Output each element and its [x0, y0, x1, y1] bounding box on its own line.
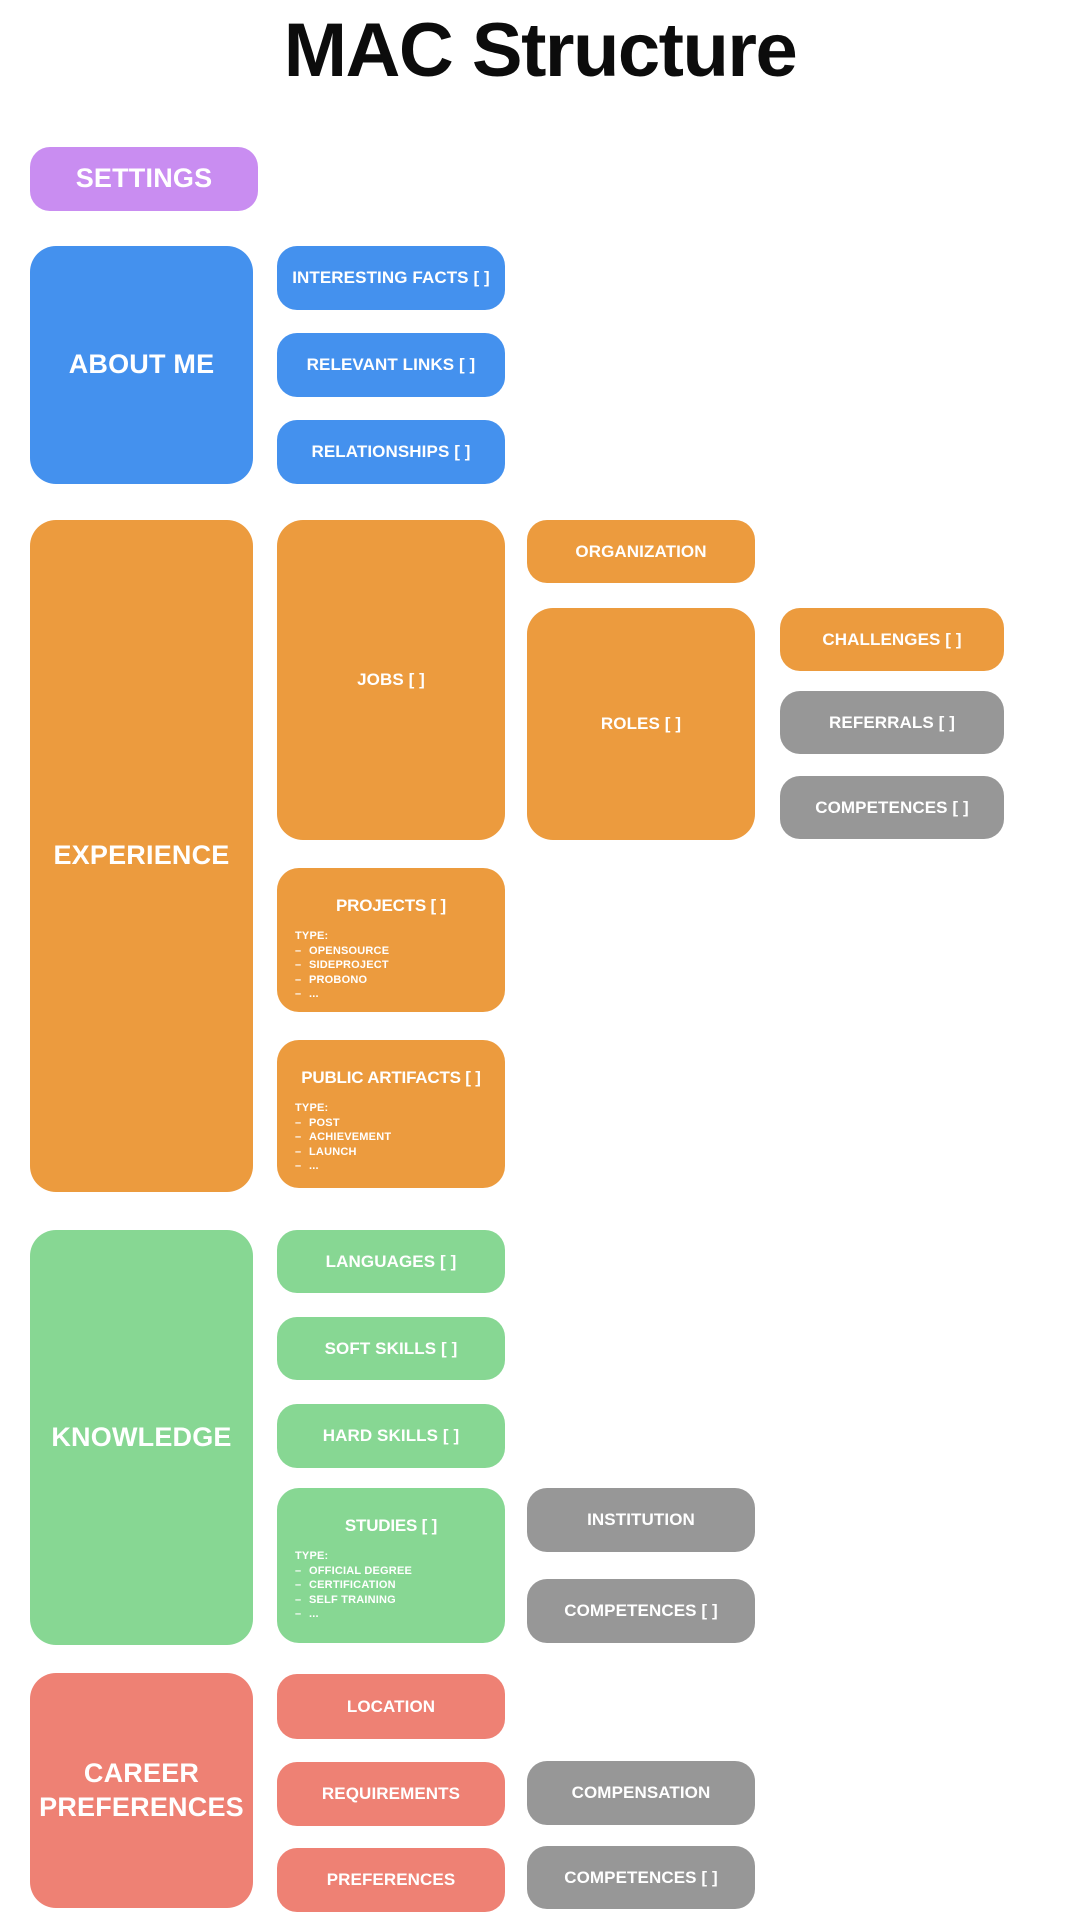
type-item-label: POST [309, 1116, 340, 1129]
diagram-title: MAC Structure [283, 8, 798, 93]
node-referrals[interactable]: REFERRALS [ ] [780, 691, 1004, 754]
node-label: ABOUT ME [68, 349, 215, 380]
type-item: –ACHIEVEMENT [295, 1130, 495, 1145]
type-item: –POST [295, 1116, 495, 1131]
type-item: –SIDEPROJECT [295, 958, 495, 973]
node-label: COMPETENCES [ ] [815, 797, 969, 817]
type-item: –OFFICIAL DEGREE [295, 1564, 495, 1579]
node-label: CHALLENGES [ ] [822, 629, 962, 649]
node-label: KNOWLEDGE [51, 1421, 232, 1452]
node-label: CAREER PREFERENCES [39, 1757, 244, 1822]
dash-bullet: – [295, 1145, 302, 1158]
type-list: TYPE: –POST –ACHIEVEMENT –LAUNCH –... [295, 1101, 495, 1174]
node-label: PROJECTS [ ] [335, 896, 446, 915]
type-item-label: CERTIFICATION [309, 1579, 396, 1591]
node-label: COMPETENCES [ ] [564, 1601, 718, 1620]
dash-bullet: – [295, 944, 302, 957]
node-public-artifacts[interactable]: PUBLIC ARTIFACTS [ ] TYPE: –POST –ACHIEV… [277, 1040, 505, 1188]
node-roles-competences[interactable]: COMPETENCES [ ] [780, 776, 1004, 839]
node-label: INTERESTING FACTS [ ] [292, 268, 490, 287]
type-item: –CERTIFICATION [295, 1578, 495, 1593]
node-settings[interactable]: SETTINGS [30, 147, 258, 211]
node-projects[interactable]: PROJECTS [ ] TYPE: –OPENSOURCE –SIDEPROJ… [277, 868, 505, 1012]
node-label: RELATIONSHIPS [ ] [311, 442, 471, 461]
type-heading: TYPE: [295, 1102, 329, 1114]
node-label: HARD SKILLS [ ] [322, 1426, 460, 1445]
node-challenges[interactable]: CHALLENGES [ ] [780, 608, 1004, 671]
node-experience[interactable]: EXPERIENCE [30, 520, 253, 1192]
node-hard-skills[interactable]: HARD SKILLS [ ] [277, 1404, 505, 1468]
node-organization[interactable]: ORGANIZATION [527, 520, 755, 583]
node-label: SOFT SKILLS [ ] [324, 1338, 458, 1358]
type-item-label: ... [309, 1608, 319, 1620]
type-item: –... [295, 1607, 495, 1622]
type-item-label: ... [309, 1160, 319, 1172]
node-relevant-links[interactable]: RELEVANT LINKS [ ] [277, 333, 505, 397]
node-label: INSTITUTION [587, 1510, 695, 1529]
node-compensation[interactable]: COMPENSATION [527, 1761, 755, 1825]
node-knowledge[interactable]: KNOWLEDGE [30, 1230, 253, 1645]
node-label: COMPENSATION [571, 1783, 711, 1802]
node-languages[interactable]: LANGUAGES [ ] [277, 1230, 505, 1293]
node-interesting-facts[interactable]: INTERESTING FACTS [ ] [277, 246, 505, 310]
node-label: STUDIES [ ] [344, 1516, 438, 1535]
node-location[interactable]: LOCATION [277, 1674, 505, 1739]
node-label: PREFERENCES [326, 1870, 456, 1889]
type-heading: TYPE: [295, 1550, 329, 1562]
node-about-me[interactable]: ABOUT ME [30, 246, 253, 484]
node-label: PUBLIC ARTIFACTS [ ] [301, 1068, 481, 1087]
node-jobs[interactable]: JOBS [ ] [277, 520, 505, 840]
dash-bullet: – [295, 1564, 302, 1577]
node-label: EXPERIENCE [53, 840, 230, 871]
type-item: –SELF TRAINING [295, 1593, 495, 1608]
type-list: TYPE: –OFFICIAL DEGREE –CERTIFICATION –S… [295, 1549, 495, 1622]
node-studies[interactable]: STUDIES [ ] TYPE: –OFFICIAL DEGREE –CERT… [277, 1488, 505, 1643]
dash-bullet: – [295, 959, 302, 971]
type-item-label: LAUNCH [309, 1145, 357, 1158]
node-label: SETTINGS [75, 163, 213, 194]
dash-bullet: – [295, 1593, 302, 1606]
node-preferences[interactable]: PREFERENCES [277, 1848, 505, 1912]
type-item: –OPENSOURCE [295, 944, 495, 959]
node-roles[interactable]: ROLES [ ] [527, 608, 755, 840]
dash-bullet: – [295, 1579, 302, 1591]
type-item-label: PROBONO [309, 973, 368, 986]
node-label: RELEVANT LINKS [ ] [306, 355, 476, 374]
node-requirements[interactable]: REQUIREMENTS [277, 1762, 505, 1826]
type-item: –LAUNCH [295, 1145, 495, 1160]
node-relationships[interactable]: RELATIONSHIPS [ ] [277, 420, 505, 484]
node-label: ROLES [ ] [600, 714, 682, 733]
node-label: JOBS [ ] [357, 670, 425, 689]
node-studies-competences[interactable]: COMPETENCES [ ] [527, 1579, 755, 1643]
dash-bullet: – [295, 973, 302, 986]
type-item: –... [295, 987, 495, 1002]
dash-bullet: – [295, 1160, 302, 1172]
type-item: –... [295, 1159, 495, 1174]
type-item-label: ACHIEVEMENT [309, 1131, 392, 1143]
dash-bullet: – [295, 1608, 302, 1620]
node-label: LOCATION [346, 1696, 436, 1716]
node-label: ORGANIZATION [575, 541, 707, 561]
node-soft-skills[interactable]: SOFT SKILLS [ ] [277, 1317, 505, 1380]
dash-bullet: – [295, 1131, 302, 1143]
dash-bullet: – [295, 1116, 302, 1129]
node-label: REQUIREMENTS [321, 1784, 461, 1803]
type-item-label: SELF TRAINING [309, 1593, 396, 1606]
type-list: TYPE: –OPENSOURCE –SIDEPROJECT –PROBONO … [295, 929, 495, 1002]
node-institution[interactable]: INSTITUTION [527, 1488, 755, 1552]
type-item-label: ... [309, 988, 319, 1000]
type-item-label: SIDEPROJECT [309, 959, 389, 971]
node-label: COMPETENCES [ ] [564, 1867, 718, 1887]
node-label: REFERRALS [ ] [829, 712, 955, 732]
node-career-preferences[interactable]: CAREER PREFERENCES [30, 1673, 253, 1908]
dash-bullet: – [295, 988, 302, 1000]
node-career-competences[interactable]: COMPETENCES [ ] [527, 1846, 755, 1909]
node-label: LANGUAGES [ ] [325, 1251, 457, 1271]
type-item-label: OPENSOURCE [309, 944, 390, 957]
type-item-label: OFFICIAL DEGREE [309, 1564, 413, 1577]
type-heading: TYPE: [295, 930, 329, 942]
type-item: –PROBONO [295, 973, 495, 988]
